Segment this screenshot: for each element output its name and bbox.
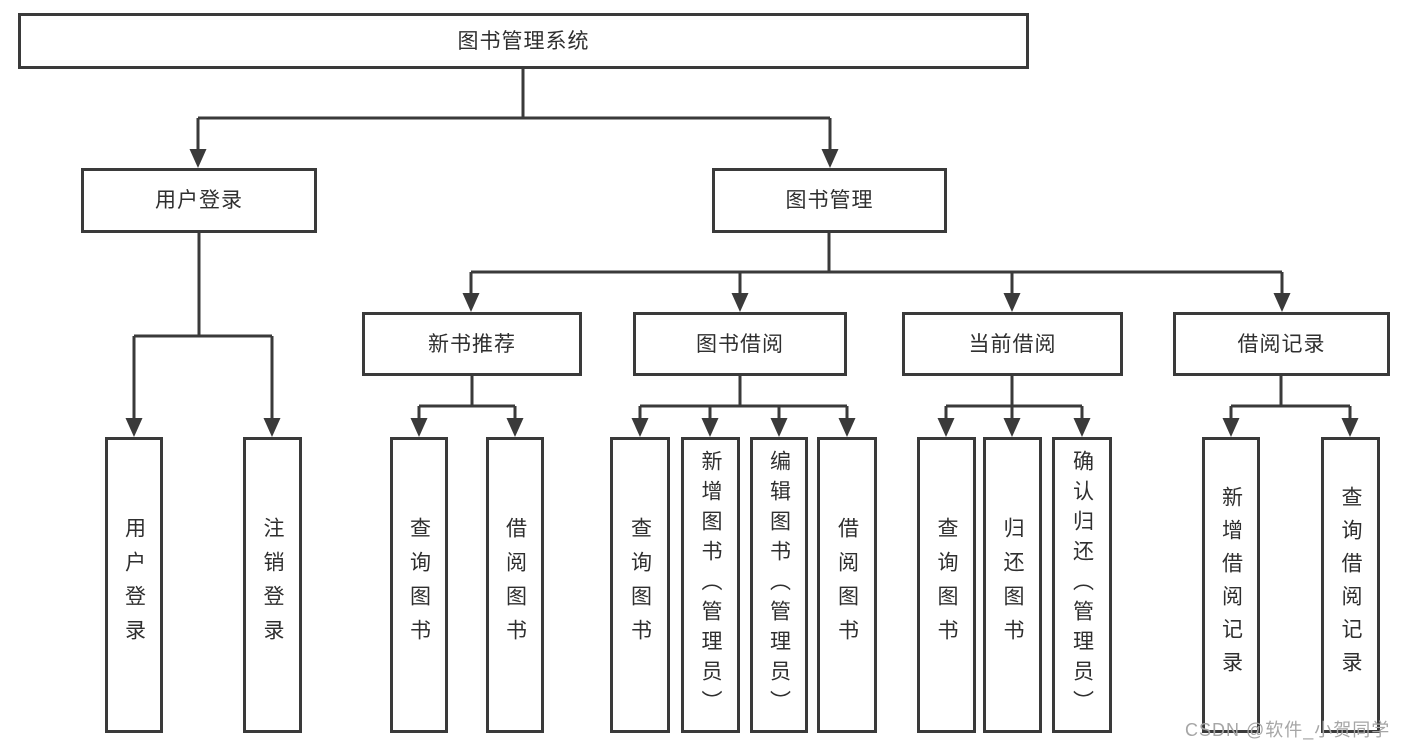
node-borrow-records: 借阅记录 [1173, 312, 1390, 376]
arrowhead-icon [1273, 293, 1291, 312]
leaf-recommend-borrow-book: 借阅图书 [486, 437, 544, 733]
arrowhead-icon [263, 418, 281, 437]
arrowhead-icon [1003, 293, 1021, 312]
node-root-system: 图书管理系统 [18, 13, 1029, 69]
node-current-borrow: 当前借阅 [902, 312, 1123, 376]
leaf-borrow-add-book-admin: 新增图书（管理员） [681, 437, 740, 733]
arrowhead-icon [631, 418, 649, 437]
leaf-borrow-borrow-book: 借阅图书 [817, 437, 877, 733]
arrowhead-icon [701, 418, 719, 437]
arrowhead-icon [125, 418, 143, 437]
leaf-current-query-book: 查询图书 [917, 437, 976, 733]
arrowhead-icon [1073, 418, 1091, 437]
leaf-records-query-record: 查询借阅记录 [1321, 437, 1380, 733]
arrowhead-icon [1003, 418, 1021, 437]
leaf-borrow-query-book: 查询图书 [610, 437, 670, 733]
arrowhead-icon [506, 418, 524, 437]
arrowhead-icon [1222, 418, 1240, 437]
leaf-records-add-record: 新增借阅记录 [1202, 437, 1260, 733]
arrowhead-icon [821, 149, 839, 168]
leaf-borrow-edit-book-admin: 编辑图书（管理员） [750, 437, 808, 733]
node-book-management: 图书管理 [712, 168, 947, 233]
node-new-book-recommend: 新书推荐 [362, 312, 582, 376]
arrowhead-icon [731, 293, 749, 312]
arrowhead-icon [462, 293, 480, 312]
leaf-user-login: 用户登录 [105, 437, 163, 733]
node-user-login: 用户登录 [81, 168, 317, 233]
arrowhead-icon [410, 418, 428, 437]
leaf-current-confirm-return-admin: 确认归还（管理员） [1052, 437, 1112, 733]
arrowhead-icon [1341, 418, 1359, 437]
leaf-recommend-query-book: 查询图书 [390, 437, 448, 733]
leaf-current-return-book: 归还图书 [983, 437, 1042, 733]
node-book-borrow: 图书借阅 [633, 312, 847, 376]
arrowhead-icon [937, 418, 955, 437]
arrowhead-icon [189, 149, 207, 168]
watermark: CSDN @软件_小贺同学 [1185, 720, 1391, 740]
arrowhead-icon [838, 418, 856, 437]
arrowhead-icon [770, 418, 788, 437]
leaf-logout: 注销登录 [243, 437, 302, 733]
